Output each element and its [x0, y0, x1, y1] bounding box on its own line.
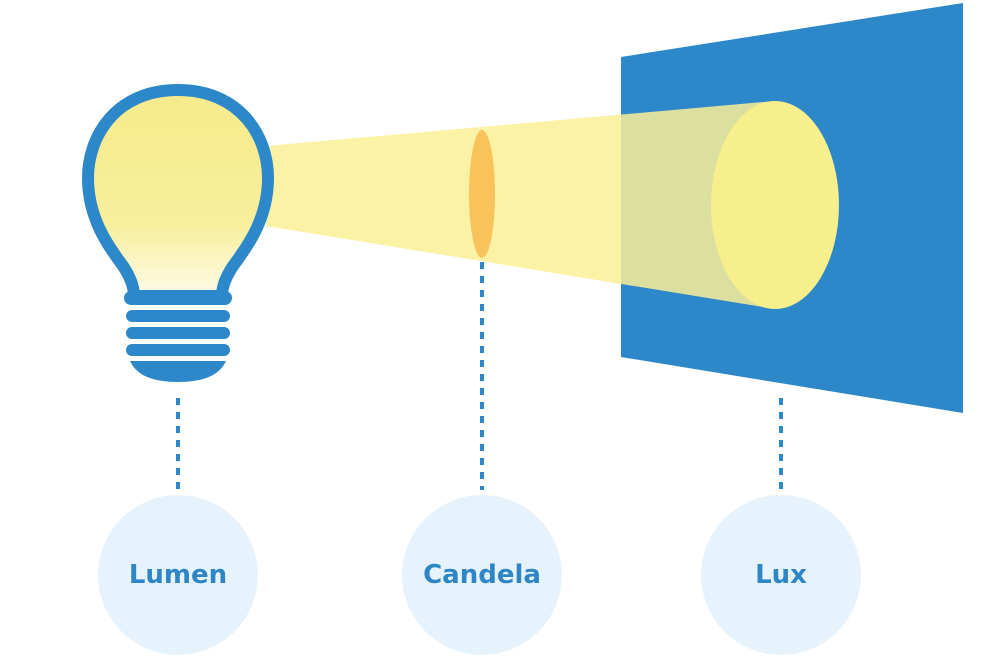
- lux-label-group: Lux: [701, 495, 861, 655]
- lumen-label-circle: [98, 495, 258, 655]
- lumen-label: Lumen: [129, 560, 227, 590]
- bulb-base-collar: [124, 291, 232, 305]
- candela-label: Candela: [423, 560, 541, 590]
- bulb-glass: [82, 84, 274, 302]
- candela-label-circle: [402, 495, 562, 655]
- candela-cross-section: [469, 130, 495, 258]
- lumen-label-group: Lumen: [98, 495, 258, 655]
- light-beam: [266, 101, 775, 309]
- lux-label: Lux: [755, 560, 807, 590]
- lux-illuminated-spot: [711, 101, 839, 309]
- bulb-base-thread-2: [126, 327, 230, 339]
- candela-label-group: Candela: [402, 495, 562, 655]
- bulb-base-thread-3: [126, 344, 230, 356]
- bulb-base-tip: [130, 361, 226, 382]
- light-bulb-icon: [82, 84, 274, 382]
- lux-label-circle: [701, 495, 861, 655]
- bulb-base-thread-1: [126, 310, 230, 322]
